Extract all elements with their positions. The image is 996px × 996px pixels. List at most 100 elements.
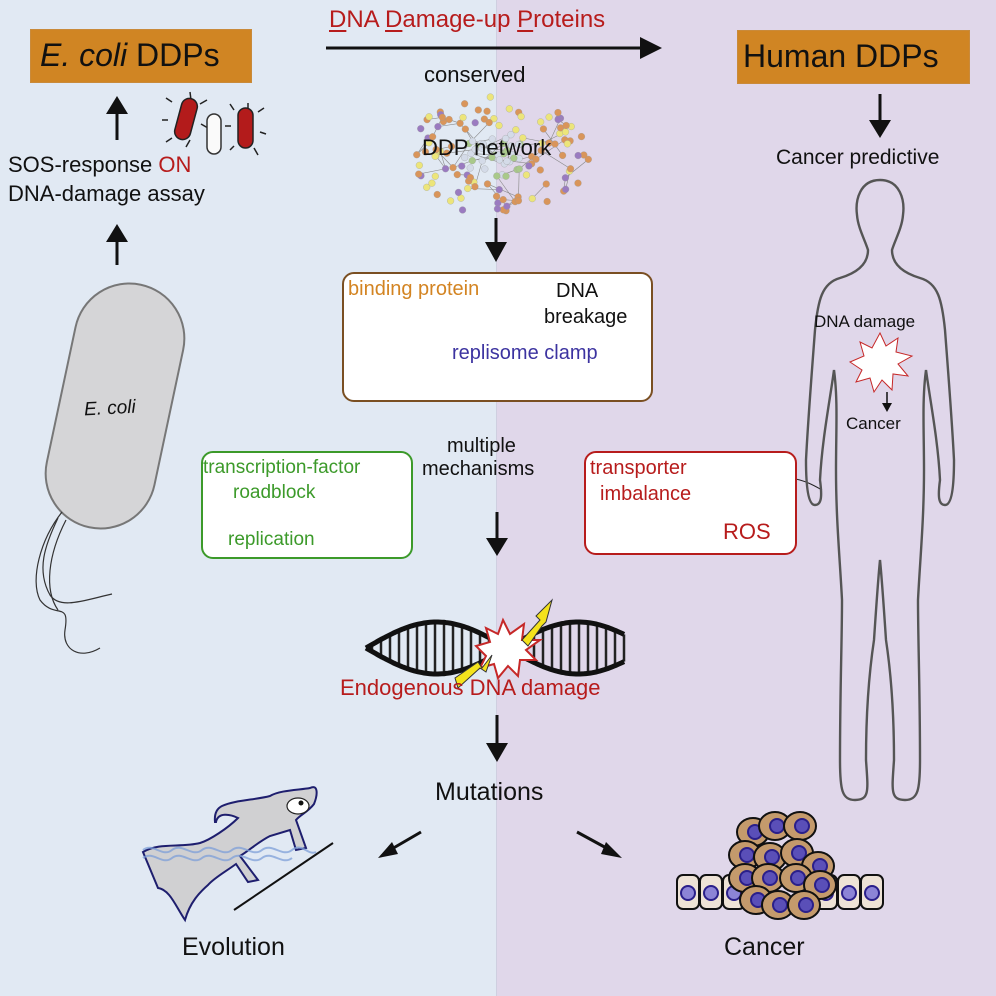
dna-label: DNA [556,280,599,302]
network-node [421,148,430,156]
conserved-label: conserved [424,62,526,87]
network-node [499,196,507,204]
network-node [515,140,523,149]
down-arrow-to-mechanism [485,218,507,262]
ddp-network-graph [413,93,592,215]
network-node [488,135,496,143]
network-node [471,119,479,127]
ros-label: ROS [723,519,771,544]
network-node [537,146,545,154]
network-node [478,157,486,165]
network-node [425,113,433,121]
network-node [554,108,562,117]
breakage-label: breakage [544,306,628,328]
network-node [431,152,439,160]
network-node [457,194,465,202]
network-node [466,164,474,172]
network-node [461,153,469,162]
cell-nucleus [864,885,880,901]
network-node [566,165,575,173]
network-node [468,157,476,165]
network-node [433,190,441,199]
cell-nucleus [680,885,696,901]
ecoli-cell-label: E. coli [83,396,137,421]
ecoli-italic: E. coli [40,37,128,73]
transporter-imbalance-box [584,451,797,555]
ddp-title-part: NA [346,6,386,33]
network-node [537,118,545,126]
network-node [493,192,501,200]
cell-nucleus [769,818,785,834]
human-body-outline-icon [804,178,956,802]
network-node [515,165,523,173]
ddp-title-p: P [517,6,534,33]
cell-nucleus [794,818,810,834]
down-arrow-to-cancer-predictive [869,94,891,138]
network-node [507,131,515,139]
network-node [503,202,511,210]
sos-bacteria-icon [162,91,267,156]
network-node [461,125,469,133]
network-node [488,153,496,162]
network-node [468,137,477,145]
network-node [415,161,423,169]
ddp-network-label: DDP network [422,135,552,160]
cell-nucleus [772,897,788,913]
cell-nucleus [841,885,857,901]
network-node [502,172,510,180]
body-damage-to-cancer-arrow [882,392,892,412]
roadblock-label: roadblock [233,482,316,503]
network-node [495,121,503,130]
network-node [512,126,520,134]
network-node [474,106,482,114]
network-node [562,121,570,130]
transporter-label: transporter [590,457,687,479]
cell-nucleus [764,849,780,865]
mutations-label: Mutations [435,778,544,806]
network-node [456,119,464,127]
sos-response-label: SOS-response ON [8,154,191,176]
ddp-title-d2: D [385,6,403,33]
cell-nucleus [791,845,807,861]
sos-response-text: SOS-response [8,152,159,177]
network-node [481,165,489,173]
network-node [545,113,553,121]
network-node [519,134,527,142]
network-node [514,197,522,205]
network-node [574,179,582,187]
network-node [551,140,559,148]
network-node [480,115,488,123]
network-node [510,154,518,162]
network-node [471,145,479,153]
network-node [563,140,571,148]
endogenous-dna-damage-label: Endogenous DNA damage [340,675,601,700]
network-nodes [413,93,592,215]
network-node [562,185,570,193]
imbalance-label: imbalance [600,483,692,505]
network-node [508,142,516,150]
network-node [486,93,494,101]
tumor-cells-icon [676,811,884,920]
network-node [471,183,479,191]
body-dna-damage-label: DNA damage [814,312,916,331]
body-damage-starburst [848,331,914,394]
arrow-to-evolution [378,830,422,858]
dna-damage-assay-label: DNA-damage assay [8,181,205,206]
network-node [461,100,469,108]
network-node [505,105,513,113]
network-node [503,147,511,155]
network-node [561,174,569,182]
cell-nucleus [814,877,830,893]
ddps-text: DDPs [127,37,220,73]
network-node [485,119,493,127]
replication-label: replication [228,529,315,550]
human-ddps-box [737,30,970,84]
network-node [438,113,446,121]
cancer-predictive-label: Cancer predictive [776,146,940,169]
cancer-outcome-label: Cancer [724,933,805,961]
arrow-to-cancer [576,830,622,858]
mechanisms-label: mechanisms [422,458,535,480]
network-node [532,155,540,163]
network-node [559,151,567,159]
